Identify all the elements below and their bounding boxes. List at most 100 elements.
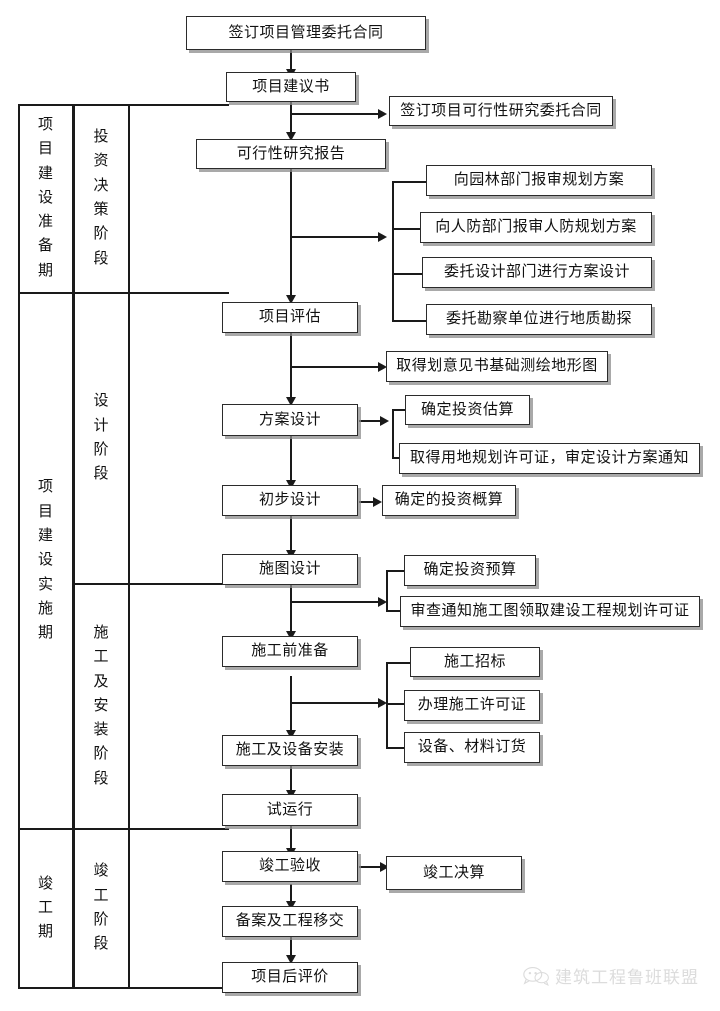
node-preliminary-design[interactable]: 初步设计	[222, 485, 358, 516]
connector-n1-n2	[290, 50, 292, 71]
arrow-n2-b1	[378, 109, 387, 119]
connector-n8-bus	[290, 702, 380, 704]
branch-entrust-design-dept[interactable]: 委托设计部门进行方案设计	[422, 257, 652, 288]
node-post-project-evaluation[interactable]: 项目后评价	[222, 962, 358, 993]
table-rule-sec2	[18, 828, 229, 830]
connector-n3-n4	[290, 169, 292, 299]
node-construction-drawing-design[interactable]: 施图设计	[222, 554, 358, 585]
bus-n3-stub-b4	[392, 273, 426, 275]
connector-n11-n12	[290, 884, 292, 905]
branch-landscape-dept-review[interactable]: 向园林部门报审规划方案	[426, 165, 652, 196]
bus-n7-stub-b11	[386, 610, 400, 612]
connector-n10-n11	[290, 826, 292, 852]
arrow-n8-n9	[286, 730, 296, 739]
arrow-n12-n13	[286, 955, 296, 964]
phase-period-3-label: 竣工期	[37, 875, 53, 941]
arrow-n4-b6	[378, 362, 387, 372]
bus-n5-vertical	[392, 409, 394, 458]
node-completion-acceptance[interactable]: 竣工验收	[222, 851, 358, 882]
phase-table: 项目建设准备期 项目建设实施期 竣工期 投资决策阶段 设计阶段 施工及安装阶段 …	[18, 104, 229, 989]
arrow-n11-n12	[286, 901, 296, 910]
bus-n8-vertical	[386, 662, 388, 748]
bus-n8-stub-b14	[386, 747, 410, 749]
branch-equipment-material-order[interactable]: 设备、材料订货	[404, 732, 540, 763]
node-project-evaluation[interactable]: 项目评估	[222, 302, 358, 333]
phase-period-1-label: 项目建设准备期	[37, 116, 53, 279]
connector-n2-b1	[290, 113, 380, 115]
node-sign-pm-contract[interactable]: 签订项目管理委托合同	[186, 16, 426, 50]
phase-period-3: 竣工期	[19, 829, 72, 987]
node-scheme-design[interactable]: 方案设计	[222, 404, 358, 436]
arrow-n3-bus	[378, 232, 387, 242]
branch-entrust-geological-survey[interactable]: 委托勘察单位进行地质勘探	[426, 304, 652, 335]
bus-n5-stub-b7	[392, 409, 406, 411]
node-trial-operation[interactable]: 试运行	[222, 794, 358, 826]
branch-final-accounts[interactable]: 竣工决算	[386, 856, 522, 890]
connector-n6-n7	[290, 516, 292, 554]
connector-n7-bus	[290, 601, 380, 603]
phase-period-2: 项目建设实施期	[19, 293, 72, 828]
watermark: 建筑工程鲁班联盟	[523, 963, 699, 988]
table-rule-sec1	[18, 292, 229, 294]
phase-stage-3: 施工及安装阶段	[74, 584, 128, 828]
table-rule-bottom	[18, 987, 229, 989]
connector-n6-b9	[359, 501, 375, 503]
bus-n7-vertical	[386, 570, 388, 611]
connector-n11-b15	[359, 866, 383, 868]
phase-stage-3-label: 施工及安装阶段	[93, 624, 109, 787]
branch-construction-planning-permit[interactable]: 审查通知施工图领取建设工程规划许可证	[400, 596, 700, 627]
connector-n3-bus	[290, 236, 380, 238]
node-filing-project-handover[interactable]: 备案及工程移交	[222, 906, 358, 937]
node-construction-equipment-install[interactable]: 施工及设备安装	[222, 735, 358, 766]
phase-stage-1-label: 投资决策阶段	[93, 129, 109, 267]
table-rule-top	[18, 104, 229, 106]
arrow-n4-n5	[286, 397, 296, 406]
connector-n2-n3	[290, 102, 292, 134]
arrow-n2-n3	[286, 132, 296, 141]
bus-n7-stub-b10	[386, 570, 405, 572]
branch-construction-bidding[interactable]: 施工招标	[410, 647, 540, 677]
branch-obtain-survey-topographic-map[interactable]: 取得划意见书基础测绘地形图	[386, 351, 608, 382]
node-project-proposal[interactable]: 项目建议书	[226, 72, 356, 102]
watermark-text: 建筑工程鲁班联盟	[555, 968, 699, 987]
arrow-n7-n8	[286, 631, 296, 640]
bus-n8-stub-b12	[386, 662, 410, 664]
branch-sign-feasibility-contract[interactable]: 签订项目可行性研究委托合同	[389, 96, 613, 126]
arrow-n8-bus	[378, 698, 387, 708]
branch-confirmed-investment-budget-estimate[interactable]: 确定的投资概算	[382, 485, 516, 516]
bus-n5-stub-b8	[392, 457, 400, 459]
connector-n5-bus	[359, 420, 383, 422]
connector-n5-n6	[290, 436, 292, 484]
branch-confirm-investment-budget[interactable]: 确定投资预算	[404, 555, 536, 586]
bus-n3-vertical	[392, 181, 394, 321]
wechat-icon	[523, 966, 549, 986]
bus-n3-stub-b2	[392, 181, 426, 183]
arrow-n5-n6	[286, 480, 296, 489]
table-divider-1	[72, 104, 75, 988]
table-rule-stage	[72, 583, 229, 585]
arrow-n5-bus	[380, 416, 389, 426]
phase-stage-2: 设计阶段	[74, 293, 128, 583]
branch-land-planning-permit[interactable]: 取得用地规划许可证，审定设计方案通知	[399, 443, 700, 474]
connector-n8-n9	[290, 676, 292, 734]
node-pre-construction-preparation[interactable]: 施工前准备	[222, 636, 358, 667]
phase-stage-4-label: 竣工阶段	[93, 863, 109, 953]
phase-stage-2-label: 设计阶段	[93, 393, 109, 483]
table-border-left	[18, 104, 20, 988]
connector-n4-b6	[290, 366, 380, 368]
branch-confirm-investment-estimate[interactable]: 确定投资估算	[405, 395, 530, 425]
connector-n12-n13	[290, 937, 292, 960]
connector-n9-n10	[290, 766, 292, 794]
bus-n3-stub-b5	[392, 320, 426, 322]
branch-construction-permit[interactable]: 办理施工许可证	[404, 690, 540, 721]
phase-stage-1: 投资决策阶段	[74, 104, 128, 292]
arrow-n11-b15	[380, 862, 389, 872]
arrow-n3-n4	[286, 295, 296, 304]
bus-n3-stub-b3	[392, 228, 426, 230]
table-divider-2	[128, 104, 130, 988]
branch-civil-defense-review[interactable]: 向人防部门报审人防规划方案	[420, 212, 652, 243]
phase-stage-4: 竣工阶段	[74, 829, 128, 987]
bus-n8-stub-b13	[386, 703, 410, 705]
node-feasibility-report[interactable]: 可行性研究报告	[196, 139, 386, 169]
